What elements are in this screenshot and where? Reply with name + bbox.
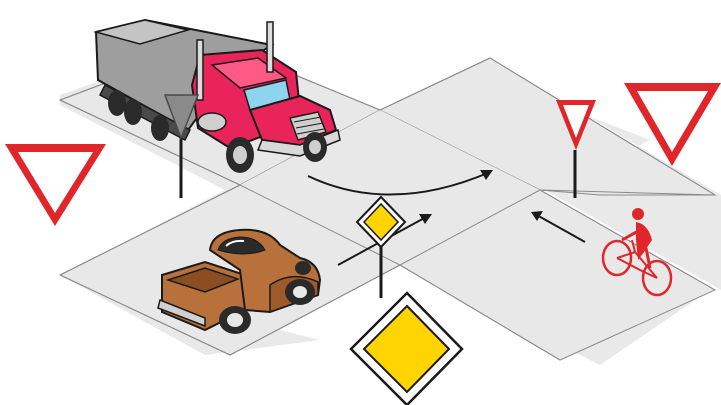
yield-sign-back-truck-side	[163, 94, 200, 141]
semi-truck	[93, 18, 341, 173]
pickup-truck	[157, 228, 322, 334]
cyclist	[601, 208, 673, 297]
cyclist-arrowhead	[531, 211, 543, 221]
priority-road-sign-large	[349, 291, 464, 405]
pickup-arrowhead	[419, 214, 432, 224]
rider-head	[632, 208, 644, 220]
yield-sign-large-left	[5, 144, 106, 226]
bicycle-rear-wheel	[641, 259, 673, 297]
sign-posts	[179, 135, 577, 298]
truck-turn-arrowhead	[480, 170, 493, 180]
priority-road-sign-small	[355, 195, 407, 249]
yield-sign-small-east	[556, 100, 596, 150]
yield-sign-large-right	[624, 83, 721, 166]
truck-turn-arrow	[307, 171, 491, 196]
bicycle-front-wheel	[601, 239, 633, 277]
cyclist-arrow	[534, 213, 586, 243]
